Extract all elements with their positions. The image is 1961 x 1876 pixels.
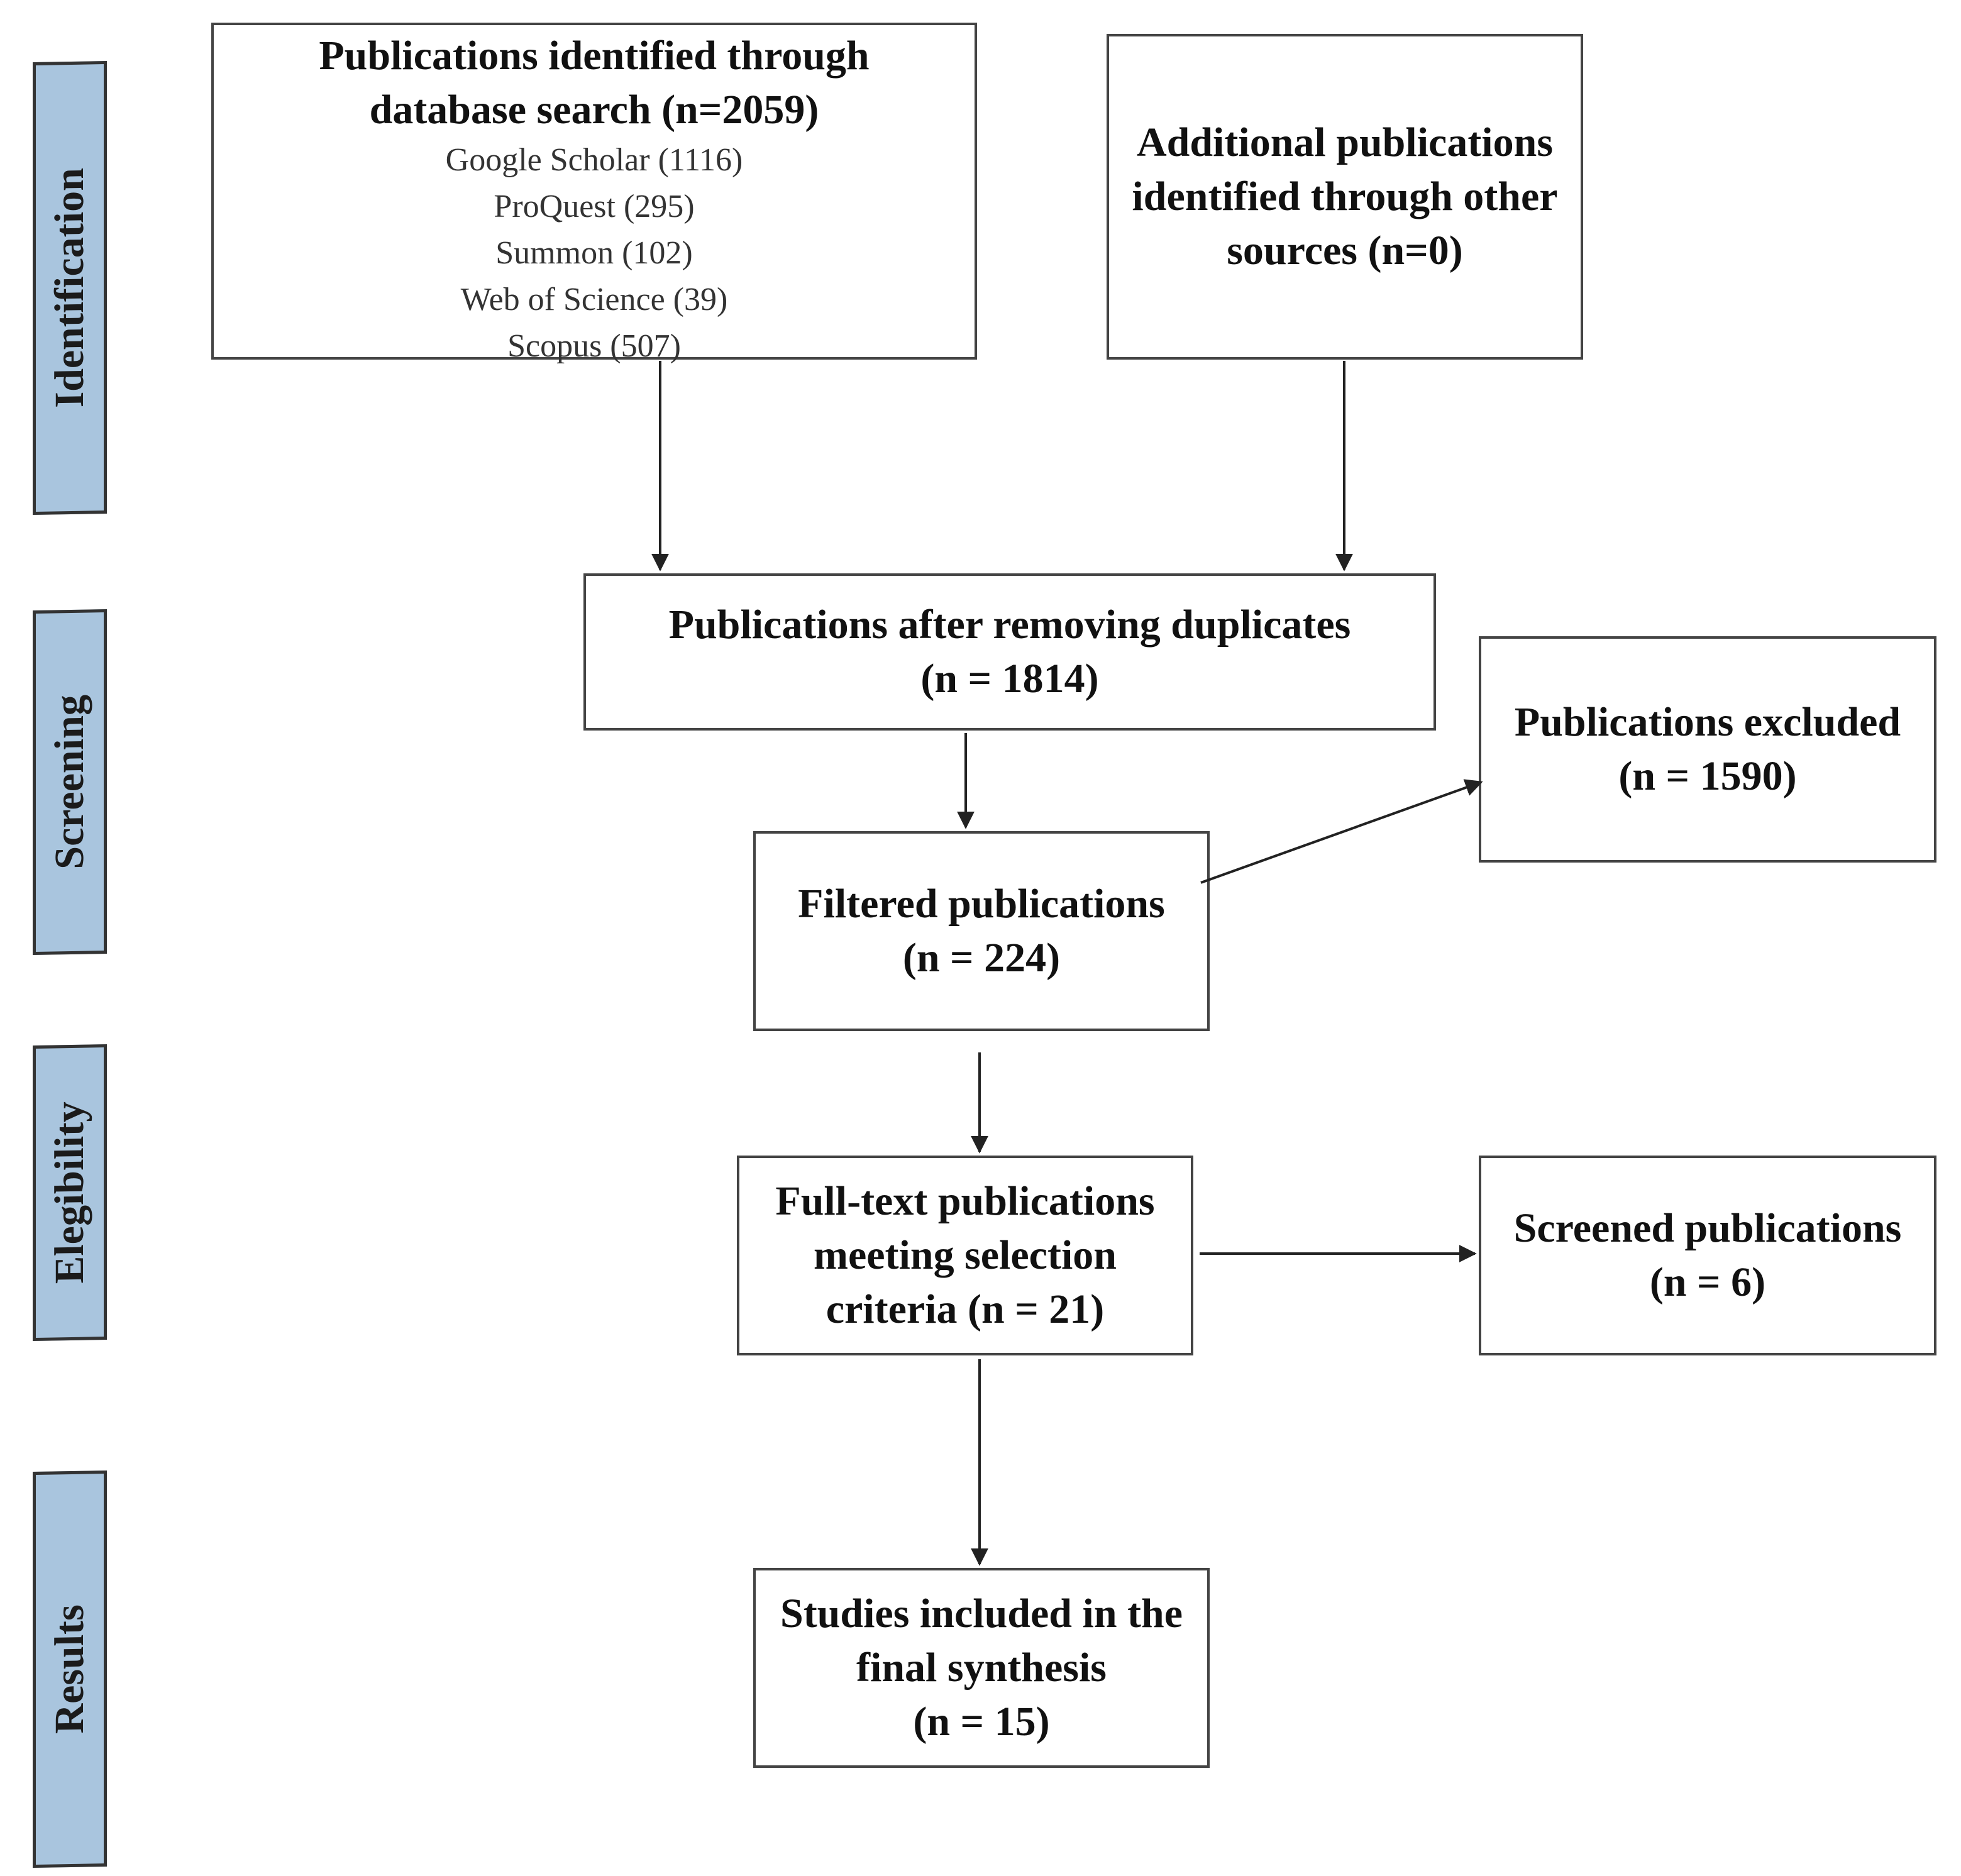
excluded-text: Publications excluded (n = 1590) bbox=[1514, 699, 1901, 799]
arrow-filtered-to-excluded bbox=[1200, 779, 1483, 884]
duplicates-removed-text: Publications after removing duplicates (… bbox=[668, 602, 1351, 702]
additional-sources-text: Additional publications identified throu… bbox=[1132, 119, 1558, 273]
final-synthesis-box: Studies included in the final synthesis … bbox=[753, 1568, 1210, 1768]
phase-label: Results bbox=[47, 1604, 92, 1735]
source-item: ProQuest (295) bbox=[494, 189, 695, 224]
duplicates-removed-box: Publications after removing duplicates (… bbox=[583, 573, 1436, 731]
screened-text: Screened publications (n = 6) bbox=[1513, 1205, 1902, 1305]
additional-sources-box: Additional publications identified throu… bbox=[1107, 34, 1583, 360]
phase-label: Screening bbox=[47, 694, 92, 870]
phase-identification: Identification bbox=[33, 60, 107, 516]
source-item: Summon (102) bbox=[495, 235, 693, 271]
phase-label: Identification bbox=[47, 167, 92, 409]
phase-eligibility: Elegibility bbox=[33, 1044, 107, 1342]
phase-screening: Screening bbox=[33, 609, 107, 956]
source-item: Web of Science (39) bbox=[460, 282, 728, 317]
excluded-box: Publications excluded (n = 1590) bbox=[1479, 636, 1936, 863]
database-search-title: Publications identified through database… bbox=[319, 33, 870, 133]
screened-box: Screened publications (n = 6) bbox=[1479, 1156, 1936, 1355]
source-item: Scopus (507) bbox=[507, 328, 681, 364]
filtered-text: Filtered publications (n = 224) bbox=[798, 881, 1165, 981]
filtered-box: Filtered publications (n = 224) bbox=[753, 831, 1210, 1031]
full-text-text: Full-text publications meeting selection… bbox=[775, 1178, 1155, 1332]
database-search-box: Publications identified through database… bbox=[211, 23, 977, 364]
phase-label: Elegibility bbox=[47, 1101, 92, 1284]
phase-results: Results bbox=[33, 1470, 107, 1868]
source-item: Google Scholar (1116) bbox=[445, 142, 743, 178]
final-synthesis-text: Studies included in the final synthesis … bbox=[780, 1591, 1183, 1745]
full-text-box: Full-text publications meeting selection… bbox=[737, 1156, 1193, 1355]
